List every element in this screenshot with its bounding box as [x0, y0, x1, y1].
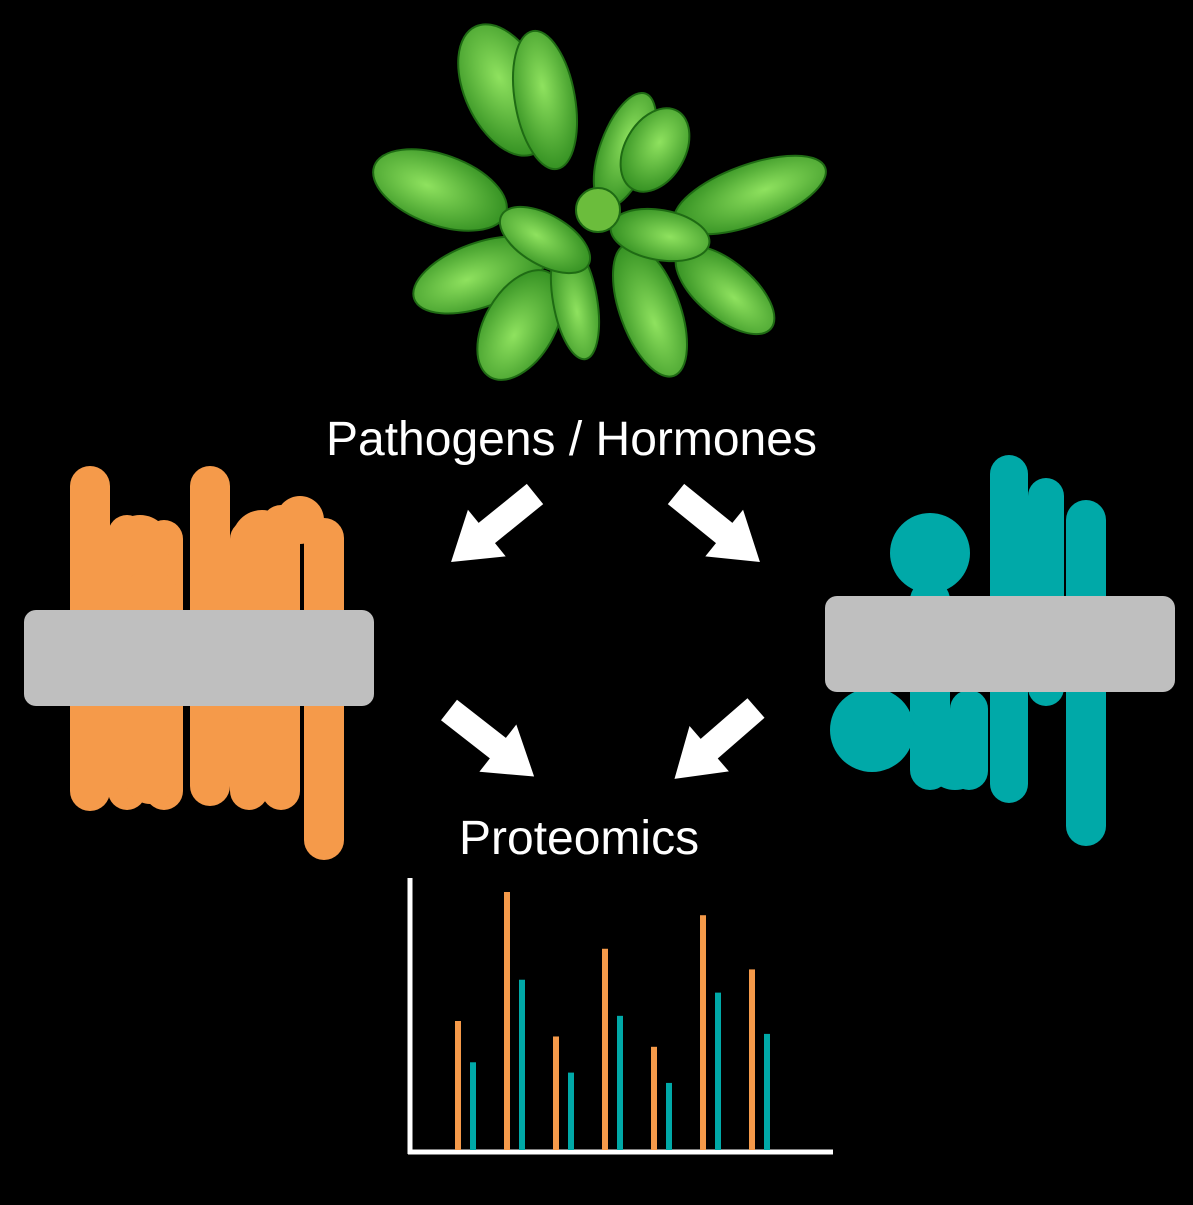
- arrow-icon-top-right: [667, 483, 760, 562]
- arrows-group: [440, 483, 765, 779]
- bar-series2-4: [617, 1015, 623, 1150]
- bar-series1-5: [651, 1046, 657, 1150]
- pathogens-hormones-label: Pathogens / Hormones: [326, 413, 817, 466]
- bar-series1-6: [700, 915, 706, 1150]
- left-membrane: [24, 610, 374, 706]
- bar-series1-1: [455, 1021, 461, 1150]
- proteomics-bar-chart: [407, 878, 833, 1155]
- bar-series2-6: [715, 992, 721, 1150]
- bar-series2-2: [519, 979, 525, 1150]
- bar-series2-7: [764, 1033, 770, 1150]
- bar-series1-2: [504, 892, 510, 1150]
- bar-series1-4: [602, 948, 608, 1150]
- chart-bars: [455, 892, 770, 1150]
- bar-series1-3: [553, 1036, 559, 1150]
- bar-series2-5: [666, 1082, 672, 1150]
- proteomics-label: Proteomics: [459, 812, 700, 865]
- arrow-icon-bottom-right: [674, 698, 765, 779]
- arrow-icon-top-left: [451, 483, 544, 562]
- right-membrane: [825, 596, 1175, 692]
- bar-series2-3: [568, 1072, 574, 1150]
- bar-series1-7: [749, 969, 755, 1150]
- bar-series2-1: [470, 1062, 476, 1150]
- arrow-icon-bottom-left: [440, 699, 535, 777]
- plant-icon: [372, 23, 827, 381]
